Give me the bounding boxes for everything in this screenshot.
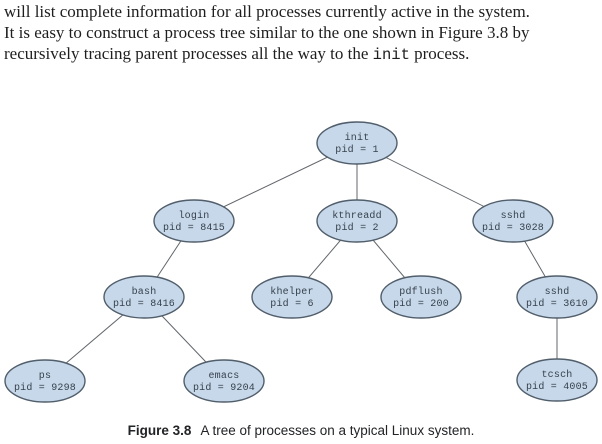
process-pid: pid = 8416 <box>113 298 175 310</box>
body-line-2: It is easy to construct a process tree s… <box>4 23 530 42</box>
process-name: bash <box>132 286 157 298</box>
process-name: kthreadd <box>332 210 382 222</box>
process-pid: pid = 9204 <box>193 382 255 394</box>
process-ellipse <box>516 358 598 402</box>
process-pid: pid = 6 <box>270 298 313 310</box>
process-name: sshd <box>501 210 526 222</box>
process-ellipse <box>316 121 398 165</box>
body-line-1: will list complete information for all p… <box>4 2 530 21</box>
process-ellipse <box>4 359 86 403</box>
process-pid: pid = 3610 <box>526 298 588 310</box>
figure-caption: Figure 3.8 A tree of processes on a typic… <box>0 423 602 438</box>
process-ellipse <box>153 199 235 243</box>
process-ellipse <box>183 359 265 403</box>
body-line-3-end: process. <box>409 44 470 63</box>
process-name: login <box>178 210 209 222</box>
process-ellipse <box>251 275 333 319</box>
process-name: tcsch <box>541 369 572 381</box>
process-pid: pid = 1 <box>335 144 378 156</box>
process-name: ps <box>39 371 51 382</box>
process-ellipse <box>316 199 398 243</box>
process-ellipse <box>103 275 185 319</box>
figure-caption-text: A tree of processes on a typical Linux s… <box>200 423 475 438</box>
process-pid: pid = 2 <box>335 222 378 234</box>
process-name: khelper <box>270 286 313 298</box>
process-name: init <box>345 132 370 144</box>
process-pid: pid = 3028 <box>482 222 544 234</box>
process-ellipse <box>472 199 554 243</box>
process-ellipse <box>380 275 462 319</box>
body-text: will list complete information for all p… <box>4 1 600 66</box>
process-pid: pid = 9298 <box>14 382 76 394</box>
process-pid: pid = 8415 <box>163 222 225 234</box>
figure-caption-label: Figure 3.8 <box>127 423 192 438</box>
process-pid: pid = 4005 <box>526 381 588 393</box>
process-pid: pid = 200 <box>393 298 449 310</box>
process-name: emacs <box>208 371 239 382</box>
process-ellipse <box>516 275 598 319</box>
process-name: sshd <box>545 286 570 298</box>
body-line-3-start: recursively tracing parent processes all… <box>4 44 373 63</box>
init-code-text: init <box>372 46 410 64</box>
body-line-3: recursively tracing parent processes all… <box>4 43 600 66</box>
process-name: pdflush <box>399 286 442 298</box>
